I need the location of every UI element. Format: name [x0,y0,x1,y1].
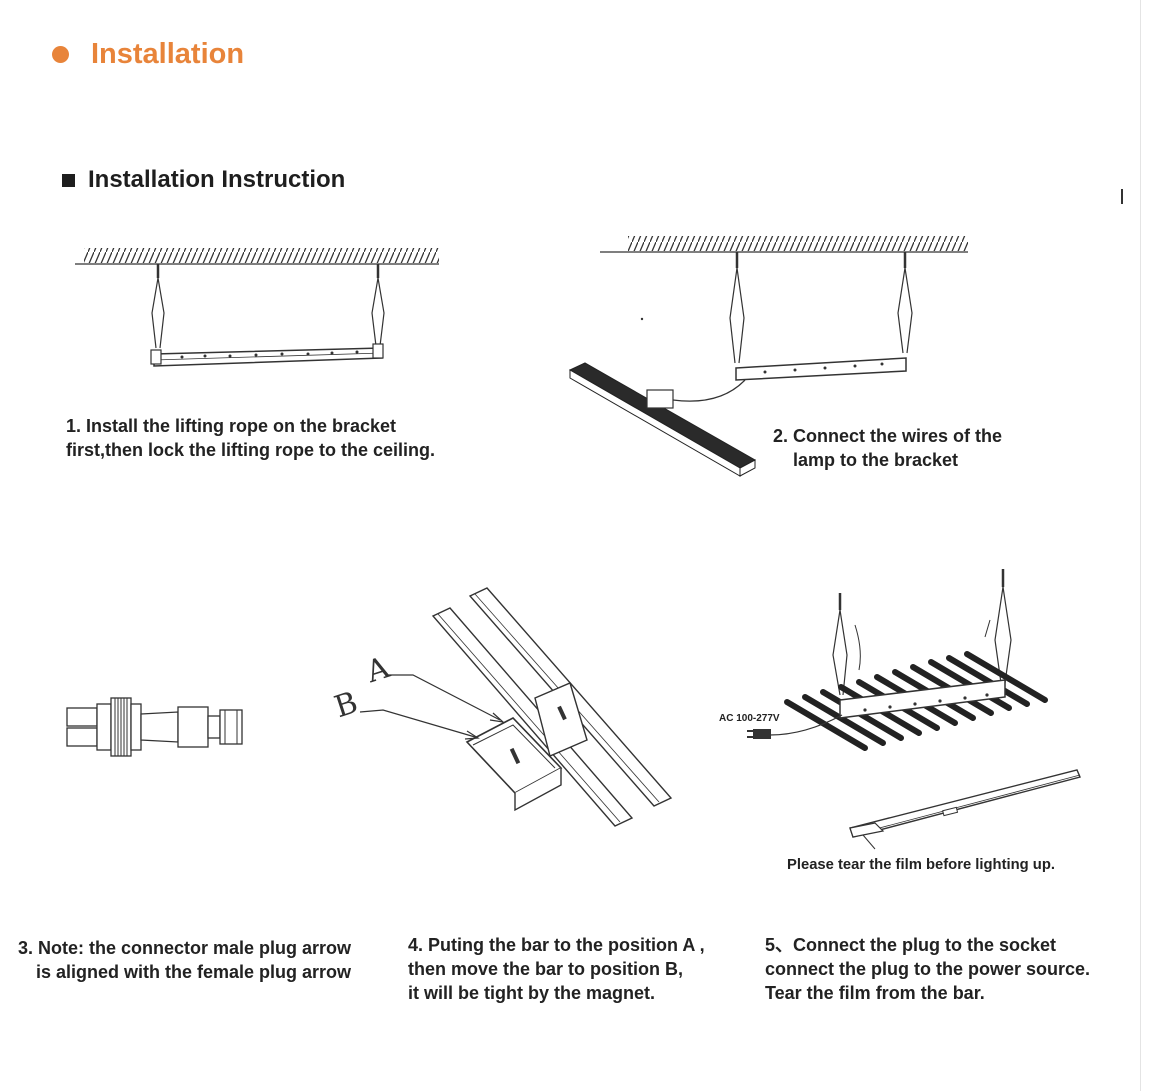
connector-plug-illustration [66,697,243,757]
subsection-heading: Installation Instruction [62,164,345,196]
section-heading: Installation [52,34,244,74]
figure-connect-wires [560,228,980,483]
figure-hang-bracket [70,238,445,378]
bullet-square-icon [62,173,75,187]
bar-position-illustration: A B [330,587,673,827]
figure-power-film: AC 100-277V Please tear the film before … [715,565,1090,880]
step-3-text: 3. Note: the connector male plug arrow i… [18,938,352,982]
step-1-text: 1. Install the lifting rope on the brack… [66,416,436,460]
section-title: Installation [91,37,245,70]
position-b-label: B [330,685,362,725]
voltage-label: AC 100-277V [719,713,780,724]
step-2-text: 2. Connect the wires of the lamp to the … [773,426,1003,470]
wire-connection-illustration [568,236,968,477]
edge-marker [1121,189,1123,204]
page-edge [1140,0,1141,1091]
figure-connector [60,690,250,766]
subsection-title: Installation Instruction [88,166,346,193]
position-a-label: A [361,650,394,690]
step-4-text: 4. Puting the bar to the position A , th… [408,935,705,1003]
power-and-film-illustration: AC 100-277V Please tear the film before … [719,569,1081,873]
figure-bar-position: A B [325,580,680,840]
ceiling-bracket-illustration [75,248,439,367]
bullet-dot-icon [52,45,69,63]
film-note: Please tear the film before lighting up. [787,856,1055,873]
step-5-text: 5、Connect the plug to the socket connect… [765,935,1091,1003]
